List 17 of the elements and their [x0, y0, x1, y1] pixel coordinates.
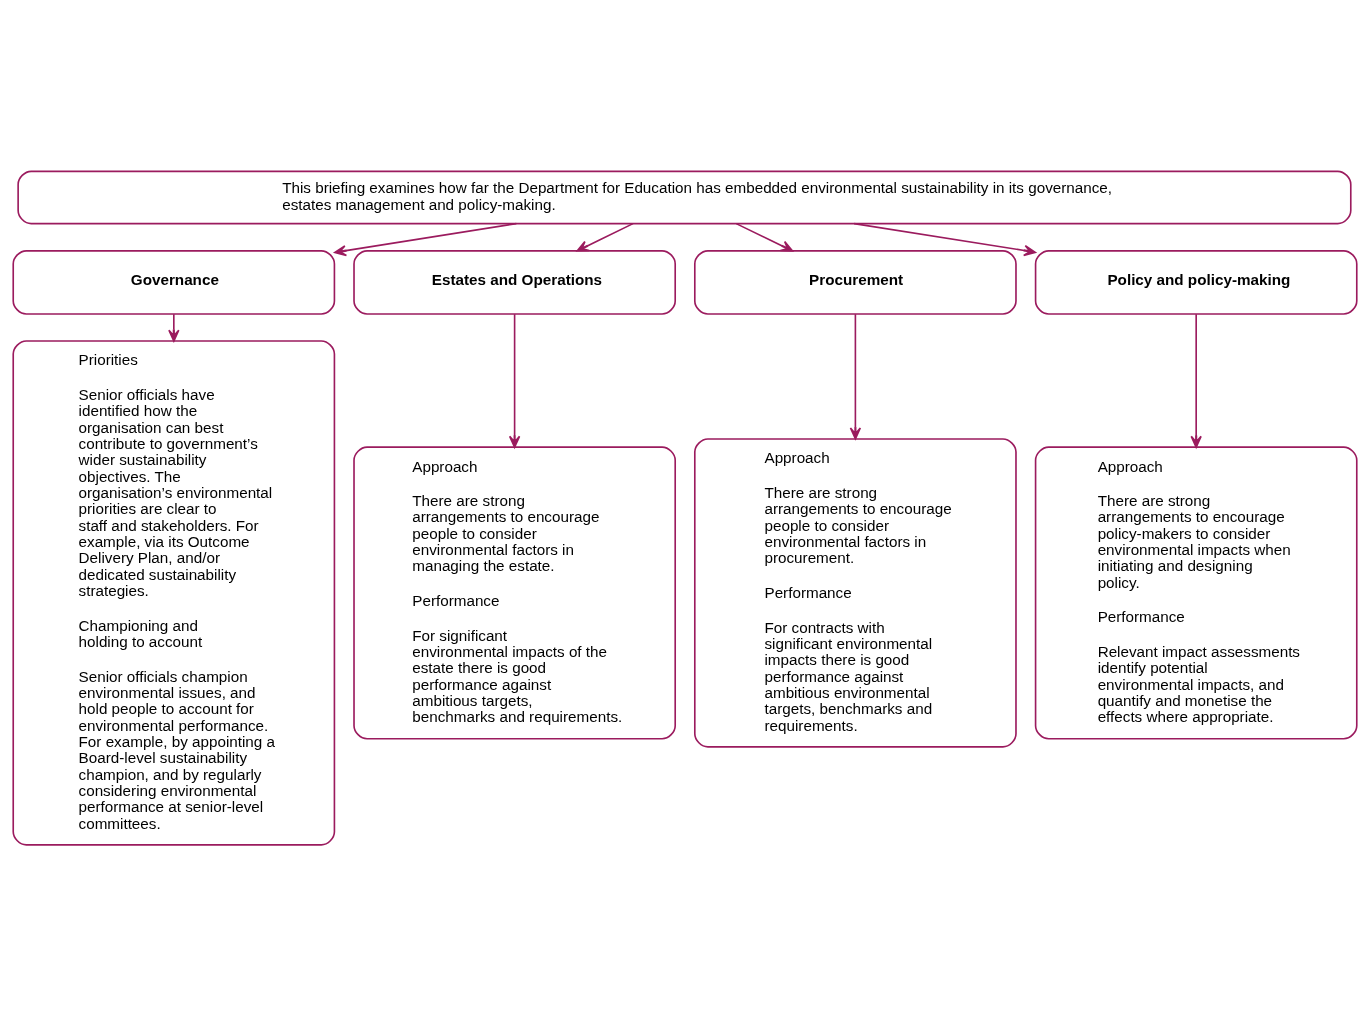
- arrow: [1190, 312, 1202, 448]
- arrow: [849, 312, 862, 440]
- node-box: Priorities Senior officials have identified how the organisation can best contribute to government’s wider sustainability objectives. The organisation’s environmental priorities are clear to staff and stakeholders. For example, via its Outcome Delivery Plan, and/or dedicated sustainability strategies. Championing and holding to account Senior officials champion environmental issues, and hold people to account for environmental performance. For example, by appointing a Board-level sustainability champion, and by regularly considering environmental performance at senior-level committees.: [12, 339, 336, 846]
- arrow: [334, 222, 518, 256]
- arrow: [508, 312, 521, 448]
- node-box: Policy and policy-making: [1034, 249, 1358, 315]
- node-box: Approach There are strong arrangements to encourage people to consider environmental factors in managing the estate. Performance For significant environmental impacts of the estate there is good performance against ambitious targets, benchmarks and requirements.: [353, 445, 676, 740]
- node-box: Procurement: [694, 249, 1017, 315]
- node-box: Estates and Operations: [353, 249, 676, 315]
- arrow: [576, 222, 634, 252]
- arrow: [853, 222, 1037, 256]
- arrow: [168, 312, 180, 342]
- node-box: Approach There are strong arrangements to encourage people to consider environmental factors in procurement. Performance For contracts with significant environmental impacts there is good performance against ambitious environmental targets, benchmarks and requirements.: [694, 437, 1017, 748]
- node-box: Governance: [12, 249, 336, 315]
- node-box: This briefing examines how far the Department for Education has embedded environmental sustainability in its governance, estates management and policy-making.: [17, 170, 1352, 224]
- arrow: [735, 222, 794, 252]
- node-box: Approach There are strong arrangements to encourage policy-makers to consider environmental impacts when initiating and designing policy. Performance Relevant impact assessments identify potential environmental impacts, and quantify and monetise the effects where appropriate.: [1034, 445, 1358, 740]
